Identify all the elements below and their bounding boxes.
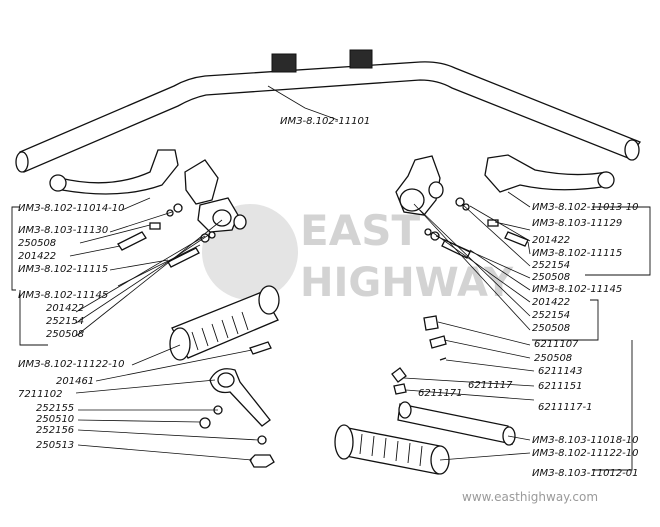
label-left-201422-a: 201422	[18, 251, 56, 262]
label-left-grip: ИМЗ-8.102-11122-10	[18, 359, 125, 370]
left-lever	[49, 149, 219, 205]
label-right-lever-assy: ИМЗ-8.102-11013-10	[532, 202, 639, 213]
label-right-250508-a: 250508	[532, 272, 570, 283]
label-right-6211107: 6211107	[534, 339, 579, 350]
label-left-250508-a: 250508	[18, 238, 56, 249]
right-brackets	[532, 206, 651, 471]
label-left-250508-b: 250508	[46, 329, 84, 340]
label-left-103-11130: ИМЗ-8.103-11130	[18, 225, 108, 236]
label-right-103-11129: ИМЗ-8.103-11129	[532, 218, 622, 229]
leader-lines	[69, 85, 535, 461]
label-right-252154-b: 252154	[532, 310, 570, 321]
left-grip	[169, 285, 280, 361]
label-right-6211171: 6211171	[418, 388, 463, 399]
watermark-site-url: www.easthighway.com	[462, 490, 598, 504]
right-lever	[484, 154, 615, 193]
label-right-102-11115: ИМЗ-8.102-11115	[532, 248, 622, 259]
right-clamp	[395, 155, 444, 216]
left-brackets	[11, 206, 48, 346]
label-right-250508-c: 250508	[534, 353, 572, 364]
label-left-250510: 250510	[36, 414, 74, 425]
label-left-252156: 252156	[36, 425, 74, 436]
label-left-102-11145: ИМЗ-8.102-11145	[18, 290, 108, 301]
label-left-7211102: 7211102	[18, 389, 63, 400]
label-left-250513: 250513	[36, 440, 74, 451]
label-right-6211143: 6211143	[538, 366, 583, 377]
label-right-6211117: 6211117	[468, 380, 513, 391]
left-small-parts	[117, 203, 216, 268]
watermark-line1: EAST	[300, 206, 420, 255]
label-right-6211151: 6211151	[538, 381, 583, 392]
throttle-small-parts	[391, 315, 447, 395]
label-right-201422-b: 201422	[532, 297, 570, 308]
right-small-parts	[424, 197, 529, 259]
throttle-sleeve	[397, 401, 516, 446]
watermark-line2: HIGHWAY	[300, 260, 514, 306]
left-mirror-bracket	[199, 341, 275, 468]
label-right-throttle-sleeve: ИМЗ-8.103-11018-10	[532, 435, 639, 446]
label-handlebar: ИМЗ-8.102-11101	[280, 116, 370, 127]
label-left-201461: 201461	[56, 376, 94, 387]
label-right-201422-a: 201422	[532, 235, 570, 246]
handlebar	[15, 49, 642, 173]
label-right-throttle-assy: ИМЗ-8.103-11012-01	[532, 468, 639, 479]
label-left-252155: 252155	[36, 403, 74, 414]
label-right-102-11145: ИМЗ-8.102-11145	[532, 284, 622, 295]
left-labels: ИМЗ-8.102-11101 ИМЗ-8.102-11014-10 ИМЗ-8…	[18, 116, 370, 451]
label-right-grip: ИМЗ-8.102-11122-10	[532, 448, 639, 459]
label-right-250508-b: 250508	[532, 323, 570, 334]
label-left-252154: 252154	[46, 316, 84, 327]
label-left-102-11115: ИМЗ-8.102-11115	[18, 264, 108, 275]
label-left-lever-assy: ИМЗ-8.102-11014-10	[18, 203, 125, 214]
label-right-252154-a: 252154	[532, 260, 570, 271]
right-grip	[334, 424, 450, 475]
label-left-201422-b: 201422	[46, 303, 84, 314]
right-labels: ИМЗ-8.102-11013-10 ИМЗ-8.103-11129 20142…	[418, 202, 639, 479]
label-right-6211117-1: 6211117-1	[538, 402, 593, 413]
left-clamp	[197, 197, 247, 233]
